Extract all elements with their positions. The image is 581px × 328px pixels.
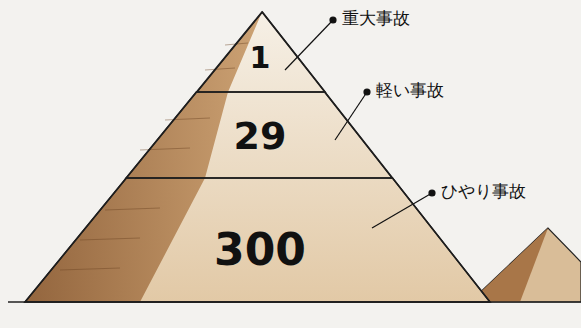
small-pyramid <box>470 228 581 302</box>
leader-lines <box>285 17 435 228</box>
callout-label: 重大事故 <box>342 9 410 28</box>
band-shape <box>25 178 490 302</box>
pyramid-outline <box>25 12 490 302</box>
count-number: 29 <box>234 117 287 155</box>
callout-label: 軽い事故 <box>376 81 444 100</box>
pyramid-body <box>25 12 490 302</box>
callout-label: ひやり事故 <box>441 182 526 201</box>
band-shape <box>197 12 325 92</box>
base-band: 300 <box>25 178 490 302</box>
middle-band: 29 <box>126 92 392 178</box>
count-number: 1 <box>250 43 271 73</box>
band-shape <box>126 92 392 178</box>
top-band: 1 <box>197 12 325 92</box>
count-number: 300 <box>214 228 306 272</box>
